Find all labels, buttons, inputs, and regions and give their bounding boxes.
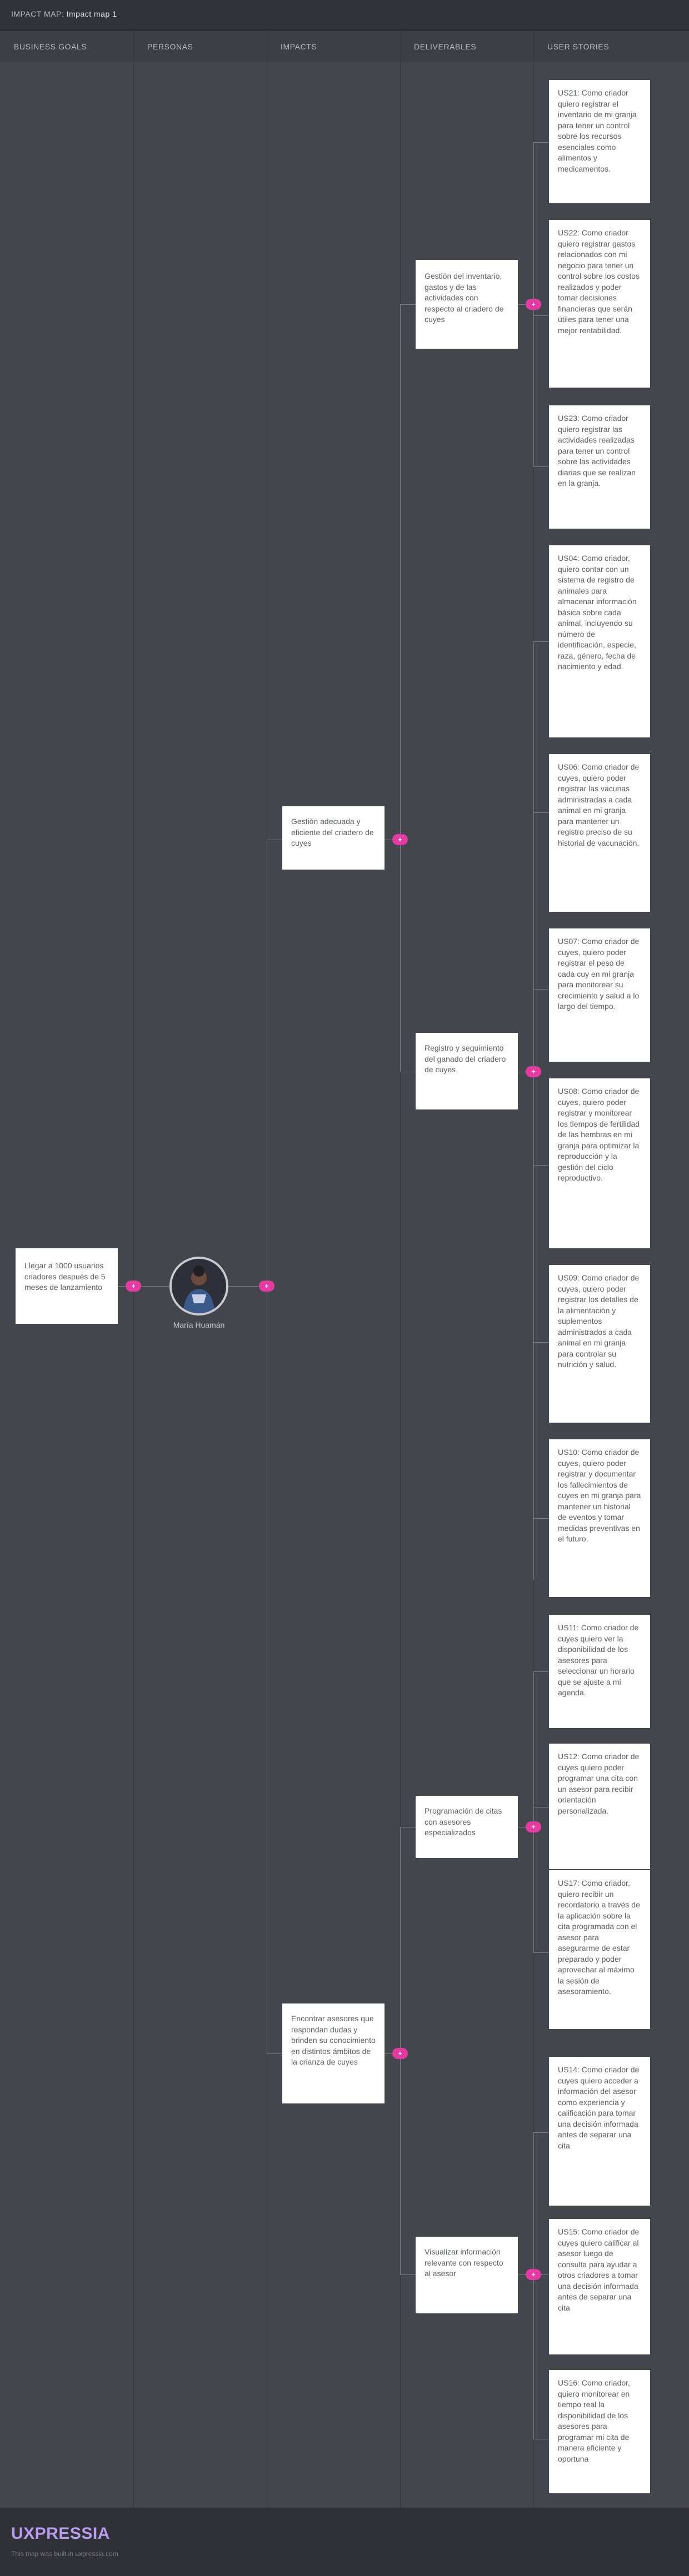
connector-line bbox=[533, 1342, 549, 1343]
connector-line bbox=[533, 989, 549, 990]
column-separator bbox=[133, 31, 134, 2508]
user-story-card[interactable]: US08: Como criador de cuyes, quiero pode… bbox=[549, 1078, 650, 1248]
connector-line bbox=[533, 1165, 549, 1166]
connector-line bbox=[400, 2274, 416, 2275]
connector-line bbox=[533, 1518, 549, 1519]
user-story-card[interactable]: US11: Como criador de cuyes quiero ver l… bbox=[549, 1615, 650, 1728]
expand-node-button[interactable]: + bbox=[526, 1066, 541, 1077]
user-story-card[interactable]: US09: Como criador de cuyes, quiero pode… bbox=[549, 1265, 650, 1423]
column-header-business-goals: BUSINESS GOALS bbox=[14, 42, 87, 51]
impact-card[interactable]: Gestión adecuada y eficiente del criader… bbox=[282, 806, 385, 870]
deliverable-card[interactable]: Gestión del inventario, gastos y de las … bbox=[416, 260, 518, 349]
app-label: IMPACT MAP: bbox=[11, 9, 64, 18]
connector-line bbox=[118, 1286, 171, 1287]
user-story-card[interactable]: US06: Como criador de cuyes, quiero pode… bbox=[549, 754, 650, 912]
persona-avatar[interactable] bbox=[169, 1257, 228, 1315]
expand-node-button[interactable]: + bbox=[392, 2048, 408, 2059]
connector-line bbox=[533, 2132, 549, 2133]
deliverable-card[interactable]: Programación de citas con asesores espec… bbox=[416, 1796, 518, 1858]
connector-line bbox=[400, 304, 416, 305]
column-header-deliverables: DELIVERABLES bbox=[414, 42, 477, 51]
column-header-user-stories: USER STORIES bbox=[547, 42, 610, 51]
deliverable-card[interactable]: Registro y seguimiento del ganado del cr… bbox=[416, 1033, 518, 1109]
header-divider bbox=[0, 29, 689, 31]
user-story-card[interactable]: US23: Como criador quiero registrar las … bbox=[549, 405, 650, 529]
user-story-card[interactable]: US22: Como criador quiero registrar gast… bbox=[549, 220, 650, 388]
connector-line bbox=[533, 641, 549, 642]
expand-node-button[interactable]: + bbox=[526, 299, 541, 310]
connector-line bbox=[267, 2053, 282, 2054]
deliverable-card[interactable]: Visualizar información relevante con res… bbox=[416, 2237, 518, 2313]
persona-photo bbox=[172, 1259, 226, 1313]
connector-line bbox=[533, 466, 549, 467]
business-goal-card[interactable]: Llegar a 1000 usuarios criadores después… bbox=[16, 1248, 118, 1324]
connector-line bbox=[533, 1952, 549, 1953]
expand-node-button[interactable]: + bbox=[526, 2269, 541, 2280]
user-story-card[interactable]: US21: Como criador quiero registrar el i… bbox=[549, 80, 650, 203]
impact-card[interactable]: Encontrar asesores que respondan dudas y… bbox=[282, 2003, 385, 2103]
footer: UXPRESSIA This map was built in uxpressi… bbox=[0, 2508, 689, 2576]
footer-tagline: This map was built in uxpressia.com bbox=[11, 2550, 118, 2558]
persona-name: María Huamán bbox=[173, 1320, 225, 1329]
column-headers: BUSINESS GOALS PERSONAS IMPACTS DELIVERA… bbox=[0, 31, 689, 62]
map-name[interactable]: Impact map 1 bbox=[66, 9, 117, 18]
expand-node-button[interactable]: + bbox=[392, 834, 408, 845]
connector-line bbox=[533, 1671, 549, 1672]
brand-logo[interactable]: UXPRESSIA bbox=[11, 2524, 110, 2543]
user-story-card[interactable]: US04: Como criador, quiero contar con un… bbox=[549, 545, 650, 737]
user-story-card[interactable]: US14: Como criador de cuyes quiero acced… bbox=[549, 2057, 650, 2206]
user-story-card[interactable]: US16: Como criador, quiero monitorear en… bbox=[549, 2370, 650, 2493]
connector-line bbox=[228, 1286, 267, 1287]
map-title: IMPACT MAP: Impact map 1 bbox=[11, 9, 117, 18]
user-story-card[interactable]: US15: Como criador de cuyes quiero calif… bbox=[549, 2219, 650, 2354]
expand-node-button[interactable]: + bbox=[126, 1281, 141, 1292]
connector-line bbox=[533, 2274, 549, 2275]
top-bar: IMPACT MAP: Impact map 1 bbox=[0, 0, 689, 29]
user-story-card[interactable]: US07: Como criador de cuyes, quiero pode… bbox=[549, 928, 650, 1062]
connector-line bbox=[533, 1671, 534, 1952]
expand-node-button[interactable]: + bbox=[526, 1821, 541, 1832]
column-separator bbox=[400, 31, 401, 2508]
connector-line bbox=[533, 315, 549, 316]
user-story-card[interactable]: US10: Como criador de cuyes, quiero pode… bbox=[549, 1439, 650, 1597]
connector-line bbox=[533, 2132, 534, 2439]
expand-node-button[interactable]: + bbox=[259, 1281, 274, 1292]
user-story-card[interactable]: US12: Como criador de cuyes quiero poder… bbox=[549, 1744, 650, 1869]
connector-line bbox=[400, 304, 401, 1072]
column-header-impacts: IMPACTS bbox=[281, 42, 317, 51]
column-header-personas: PERSONAS bbox=[147, 42, 193, 51]
user-story-card[interactable]: US17: Como criador, quiero recibir un re… bbox=[549, 1870, 650, 2029]
connector-line bbox=[533, 142, 549, 143]
connector-line bbox=[533, 641, 534, 1580]
connector-line bbox=[533, 812, 549, 813]
